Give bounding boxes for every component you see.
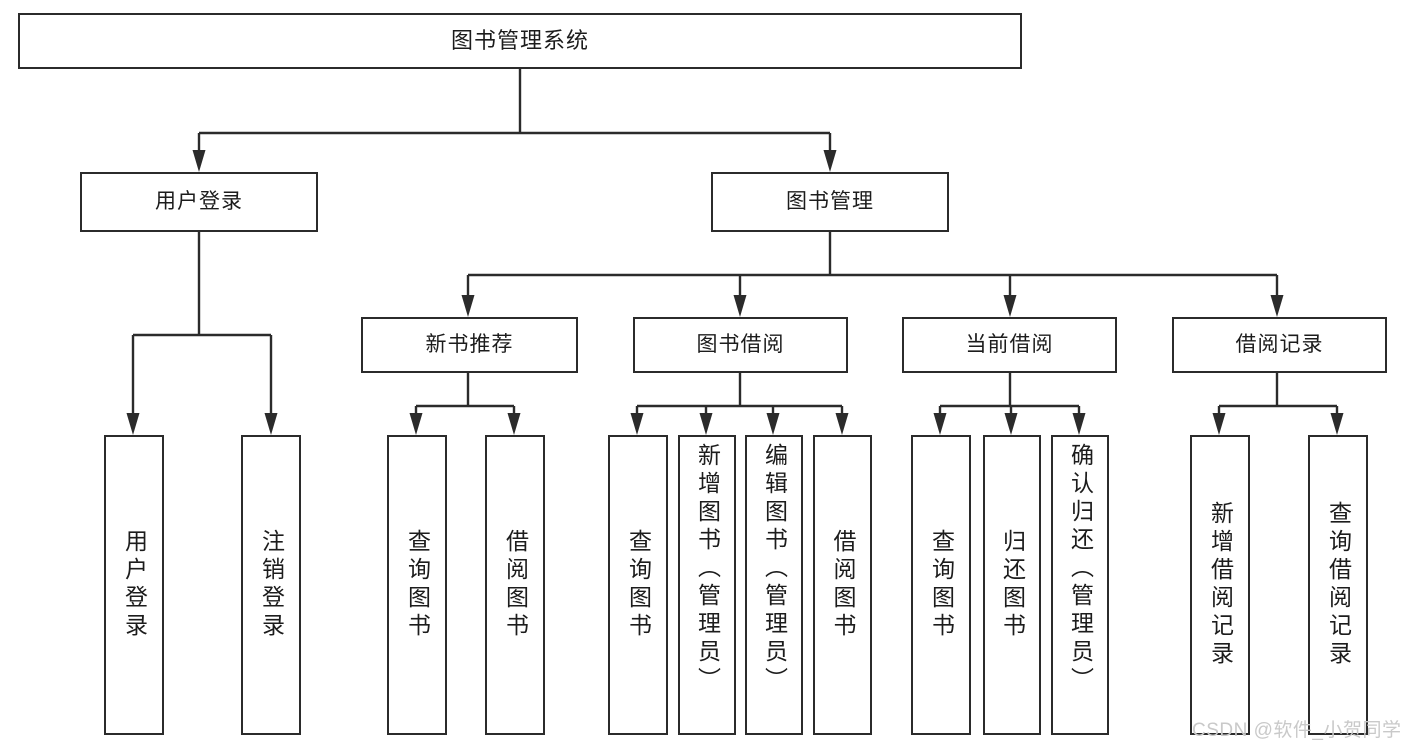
- node-label: 用户登录: [155, 189, 243, 213]
- arrow-head: [507, 413, 521, 435]
- node-label: 图书借阅: [696, 332, 785, 356]
- node-label: 确认归还（管理员）: [1067, 443, 1094, 695]
- node-label: 查询图书: [928, 529, 955, 641]
- connector-book-borrow-fanout: [630, 373, 849, 435]
- arrow-head: [699, 413, 713, 435]
- leaf-query-record[interactable]: 查询借阅记录: [1308, 435, 1368, 735]
- connector-root-fanout: [192, 69, 837, 172]
- node-label: 查询图书: [404, 529, 431, 641]
- arrow-head: [264, 413, 278, 435]
- node-label: 查询借阅记录: [1325, 501, 1352, 669]
- arrow-head: [823, 150, 837, 172]
- connector-book-manage-fanout: [461, 232, 1284, 317]
- leaf-logout[interactable]: 注销登录: [241, 435, 301, 735]
- arrow-head: [835, 413, 849, 435]
- arrow-head: [461, 295, 475, 317]
- node-label: 注销登录: [258, 529, 285, 641]
- node-book-borrow[interactable]: 图书借阅: [633, 317, 848, 373]
- leaf-confirm-return[interactable]: 确认归还（管理员）: [1051, 435, 1109, 735]
- node-label: 图书管理: [786, 189, 874, 213]
- node-root-system[interactable]: 图书管理系统: [18, 13, 1022, 69]
- arrow-head: [733, 295, 747, 317]
- node-label: 新增借阅记录: [1207, 501, 1234, 669]
- connector-new-book-rec-fanout: [409, 373, 521, 435]
- leaf-return-book[interactable]: 归还图书: [983, 435, 1041, 735]
- leaf-borrow-book-bor[interactable]: 借阅图书: [813, 435, 872, 735]
- node-borrow-record[interactable]: 借阅记录: [1172, 317, 1387, 373]
- connector-borrow-record-fanout: [1212, 373, 1344, 435]
- arrow-head: [630, 413, 644, 435]
- arrow-head: [1330, 413, 1344, 435]
- arrow-head: [192, 150, 206, 172]
- leaf-add-book[interactable]: 新增图书（管理员）: [678, 435, 736, 735]
- node-new-book-recommend[interactable]: 新书推荐: [361, 317, 578, 373]
- node-label: 当前借阅: [965, 332, 1054, 356]
- leaf-borrow-book-rec[interactable]: 借阅图书: [485, 435, 545, 735]
- node-label: 归还图书: [999, 529, 1026, 641]
- arrow-head: [1212, 413, 1226, 435]
- node-label: 查询图书: [625, 529, 652, 641]
- leaf-query-book-rec[interactable]: 查询图书: [387, 435, 447, 735]
- arrow-head: [766, 413, 780, 435]
- arrow-head: [409, 413, 423, 435]
- leaf-user-login[interactable]: 用户登录: [104, 435, 164, 735]
- arrow-head: [1003, 295, 1017, 317]
- arrow-head: [1072, 413, 1086, 435]
- arrow-head: [933, 413, 947, 435]
- node-label: 用户登录: [121, 529, 148, 641]
- arrow-head: [1004, 413, 1018, 435]
- node-current-borrow[interactable]: 当前借阅: [902, 317, 1117, 373]
- leaf-query-book-cur[interactable]: 查询图书: [911, 435, 971, 735]
- arrow-head: [126, 413, 140, 435]
- connector-user-login-fanout: [126, 232, 278, 435]
- node-label: 借阅记录: [1235, 332, 1324, 356]
- node-label: 图书管理系统: [450, 28, 589, 54]
- leaf-query-book-bor[interactable]: 查询图书: [608, 435, 668, 735]
- node-label: 借阅图书: [502, 529, 529, 641]
- leaf-edit-book[interactable]: 编辑图书（管理员）: [745, 435, 803, 735]
- node-user-login[interactable]: 用户登录: [80, 172, 318, 232]
- node-label: 编辑图书（管理员）: [761, 443, 788, 695]
- arrow-head: [1270, 295, 1284, 317]
- node-book-manage[interactable]: 图书管理: [711, 172, 949, 232]
- node-label: 借阅图书: [830, 529, 856, 641]
- connector-current-borrow-fanout: [933, 373, 1086, 435]
- node-label: 新增图书（管理员）: [694, 443, 721, 695]
- leaf-add-record[interactable]: 新增借阅记录: [1190, 435, 1250, 735]
- node-label: 新书推荐: [425, 332, 514, 356]
- csdn-watermark: CSDN @软件_小贺同学: [1192, 720, 1402, 741]
